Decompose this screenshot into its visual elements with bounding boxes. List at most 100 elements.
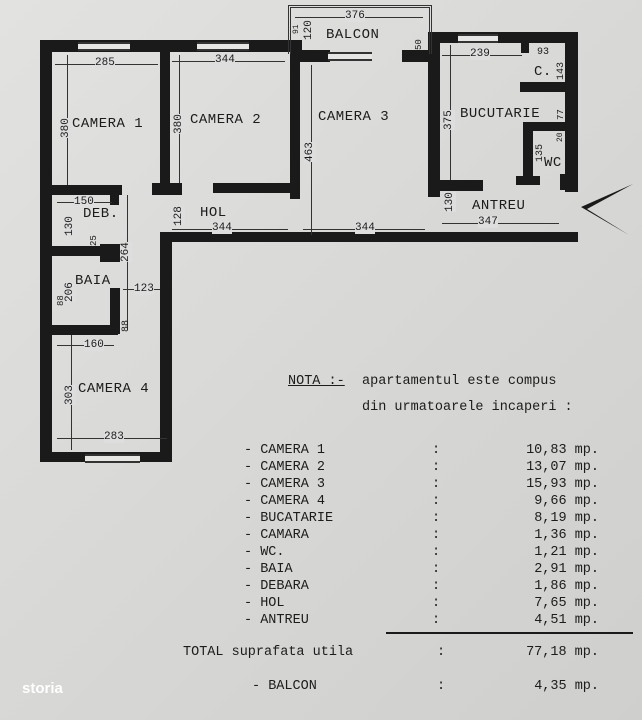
dim-label: 380: [173, 114, 185, 134]
storia-watermark-logo: storia: [22, 680, 63, 697]
table-row: - CAMERA 3:15,93 mp.: [0, 477, 642, 493]
separator: :: [432, 494, 441, 509]
room-area: 7,65 mp.: [534, 596, 599, 611]
separator: :: [432, 443, 441, 458]
dim-label: 239: [470, 48, 490, 60]
table-row: - DEBARA: 1,86 mp.: [0, 579, 642, 595]
separator: :: [432, 545, 441, 560]
room-label-hol: HOL: [200, 205, 227, 221]
room-area: 13,07 mp.: [526, 460, 599, 475]
room-label-camera-3: CAMERA 3: [318, 109, 390, 125]
dim-label: 130: [444, 192, 456, 212]
total-area: 77,18 mp.: [526, 645, 599, 660]
dim-label: 344: [212, 222, 232, 234]
separator: :: [432, 562, 441, 577]
dim-label: 376: [345, 10, 365, 22]
dim-label: 20: [556, 132, 565, 142]
dim-label: 344: [215, 54, 235, 66]
dim-label: 93: [537, 47, 550, 58]
table-row: - ANTREU: 4,51 mp.: [0, 613, 642, 629]
separator: :: [432, 596, 441, 611]
dim-label: 50: [414, 39, 424, 50]
room-name: - CAMERA 2: [244, 460, 326, 475]
room-name: - CAMERA 4: [244, 494, 326, 509]
dim-label: 143: [556, 61, 567, 80]
room-name: - WC.: [244, 545, 285, 560]
dim-label: 123: [134, 283, 154, 295]
separator: :: [432, 477, 441, 492]
room-name: - CAMERA 3: [244, 477, 326, 492]
balcon-row: - BALCON: 4,35 mp.: [0, 679, 642, 695]
separator: :: [432, 528, 441, 543]
window: [78, 42, 130, 51]
separator: :: [432, 613, 441, 628]
room-area: 8,19 mp.: [534, 511, 599, 526]
total-divider: [386, 632, 633, 634]
table-row: - WC.: 1,21 mp.: [0, 545, 642, 561]
total-label: TOTAL suprafata utila: [183, 645, 354, 660]
table-row: - HOL:7,65 mp.: [0, 596, 642, 612]
dim-label: 88: [121, 319, 132, 332]
room-label-bucatarie: BUCUTARIE: [460, 106, 541, 122]
room-name: - DEBARA: [244, 579, 309, 594]
balcony-railing: [288, 5, 432, 54]
window: [197, 42, 249, 51]
dim-label: 463: [304, 142, 316, 162]
table-row: - CAMERA 4: 9,66 mp.: [0, 494, 642, 510]
balcon-label: - BALCON: [252, 679, 317, 694]
dim-label: 283: [104, 431, 124, 443]
dim-label: 160: [84, 339, 104, 351]
room-label-antreu: ANTREU: [472, 198, 526, 214]
table-row: - BUCATARIE: 8,19 mp.: [0, 511, 642, 527]
total-row: TOTAL suprafata utila: 77,18 mp.: [0, 645, 642, 661]
room-label-camara: C.: [534, 64, 552, 80]
room-area: 1,86 mp.: [534, 579, 599, 594]
dim-label: 347: [478, 216, 498, 228]
room-label-balcon: BALCON: [326, 27, 380, 43]
table-row: - CAMERA 2: 13,07 mp.: [0, 460, 642, 476]
separator: :: [437, 679, 446, 694]
room-label-baia: BAIA: [75, 273, 111, 289]
room-name: - CAMARA: [244, 528, 309, 543]
room-label-camera-2: CAMERA 2: [190, 112, 262, 128]
dim-label: 375: [443, 110, 455, 130]
window: [458, 34, 498, 43]
dim-label: 303: [64, 385, 76, 405]
separator: :: [432, 511, 441, 526]
dim-label: 128: [173, 206, 185, 226]
note-line-2: din urmatoarele incaperi :: [362, 400, 573, 415]
note-title: NOTA :-: [288, 374, 345, 389]
window: [85, 454, 140, 463]
dim-label: 91: [292, 24, 301, 34]
window: [328, 52, 372, 61]
room-label-camera-1: CAMERA 1: [72, 116, 144, 132]
dim-label: 77: [556, 109, 566, 120]
separator: :: [432, 579, 441, 594]
note-line-1: apartamentul este compus: [362, 374, 557, 389]
dim-label: 344: [355, 222, 375, 234]
room-area: 9,66 mp.: [534, 494, 599, 509]
room-name: - BUCATARIE: [244, 511, 334, 526]
room-name: - ANTREU: [244, 613, 309, 628]
dim-label: 285: [95, 57, 115, 69]
room-area: 10,83 mp.: [526, 443, 599, 458]
dim-label: 88: [56, 295, 66, 306]
room-area: 1,21 mp.: [534, 545, 599, 560]
room-label-wc: WC: [544, 155, 562, 171]
balcon-area: 4,35 mp.: [534, 679, 599, 694]
room-label-debara: DEB.: [83, 206, 119, 222]
room-area: 4,51 mp.: [534, 613, 599, 628]
room-name: - BAIA: [244, 562, 293, 577]
dim-label: 380: [60, 118, 72, 138]
room-area: 2,91 mp.: [534, 562, 599, 577]
separator: :: [437, 645, 446, 660]
table-row: - BAIA: 2,91 mp.: [0, 562, 642, 578]
separator: :: [432, 460, 441, 475]
room-area: 1,36 mp.: [534, 528, 599, 543]
dim-label: 130: [64, 216, 76, 236]
dim-label: 120: [303, 20, 315, 40]
room-label-camera-4: CAMERA 4: [78, 381, 150, 397]
dim-label: 25: [89, 235, 99, 246]
table-row: - CAMERA 1:10,83 mp.: [0, 443, 642, 459]
